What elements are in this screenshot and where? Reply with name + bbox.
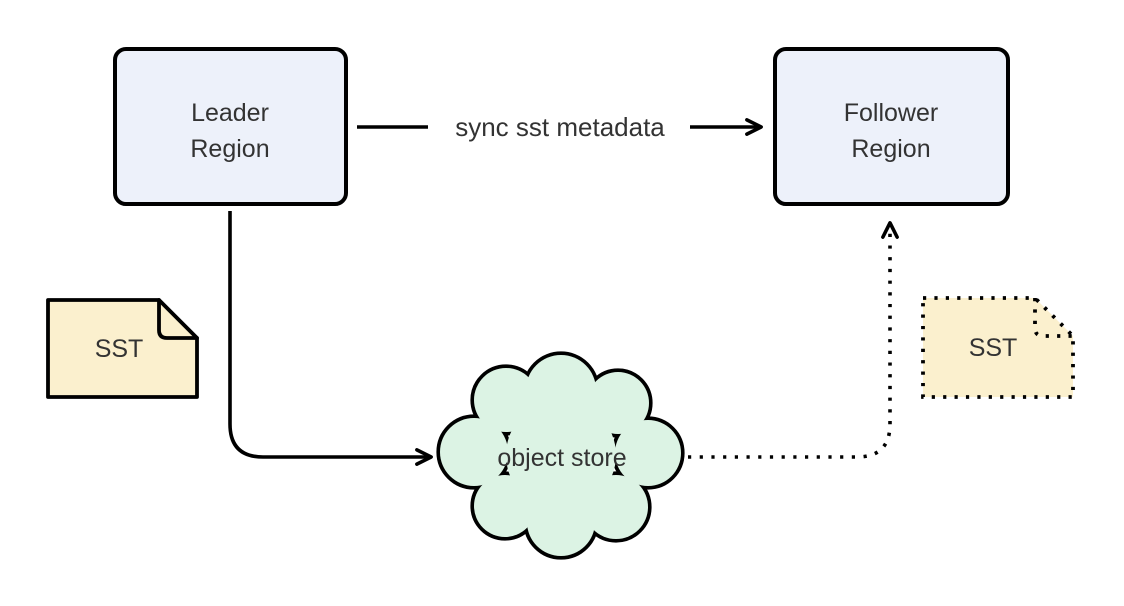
node-follower-region: Follower Region (773, 47, 1010, 206)
edge-sync-label-background (428, 105, 690, 149)
sst-right-label: SST (969, 334, 1018, 362)
node-sst-right: SST (921, 296, 1075, 399)
cloud-body (440, 355, 681, 556)
follower-region-label-line1: Follower (844, 99, 938, 127)
sst-right-note-fold (1033, 298, 1073, 338)
edge-sync-label: sync sst metadata (455, 112, 665, 142)
leader-region-label-line1: Leader (191, 99, 269, 127)
leader-region-box (113, 47, 348, 206)
follower-region-label-line2: Region (851, 135, 930, 163)
follower-region-box (773, 47, 1010, 206)
edge-sync-sst-metadata: sync sst metadata (357, 105, 763, 149)
leader-region-label-line2: Region (190, 135, 269, 163)
sst-left-label: SST (95, 335, 144, 363)
node-object-store: object store (436, 351, 685, 560)
node-sst-left: SST (46, 298, 199, 399)
sst-left-note-fold (157, 298, 199, 340)
node-leader-region: Leader Region (113, 47, 348, 206)
object-store-label: object store (497, 444, 626, 472)
edge-leader-to-object-store (228, 211, 433, 466)
edge-object-store-to-follower (688, 221, 899, 459)
